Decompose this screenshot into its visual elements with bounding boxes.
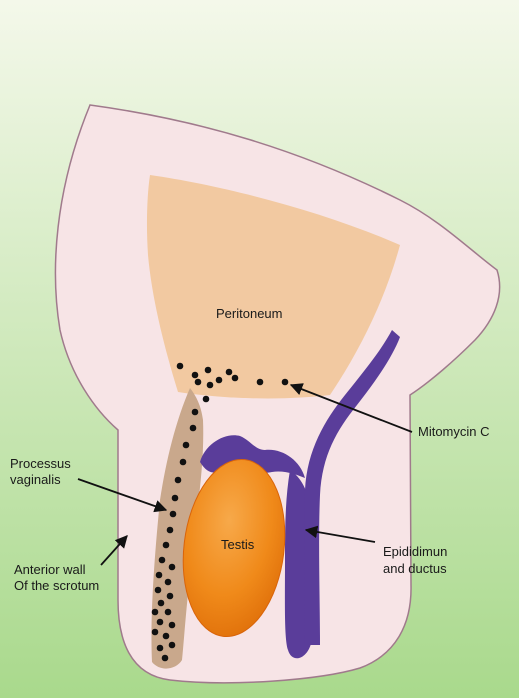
dot xyxy=(172,495,179,502)
dot xyxy=(157,645,164,652)
dot xyxy=(162,655,169,662)
label-processus-line1: Processus xyxy=(10,456,71,471)
dot xyxy=(167,527,174,534)
label-anterior-line1: Anterior wall xyxy=(14,562,86,577)
dot xyxy=(257,379,264,386)
label-anterior-line2: Of the scrotum xyxy=(14,578,99,593)
dot xyxy=(205,367,212,374)
dot xyxy=(170,511,177,518)
dot xyxy=(192,372,199,379)
label-epididimun-line1: Epididimun xyxy=(383,544,447,559)
dot xyxy=(152,609,159,616)
dot xyxy=(177,363,184,370)
dot xyxy=(175,477,182,484)
dot xyxy=(163,542,170,549)
dot xyxy=(169,642,176,649)
label-epididimun-line2: and ductus xyxy=(383,561,447,576)
dot xyxy=(152,629,159,636)
dot xyxy=(163,633,170,640)
dot xyxy=(195,379,202,386)
dot xyxy=(157,619,164,626)
dot xyxy=(165,609,172,616)
dot xyxy=(190,425,197,432)
label-testis: Testis xyxy=(221,537,254,552)
dot xyxy=(203,396,210,403)
dot xyxy=(158,600,165,607)
label-peritoneum: Peritoneum xyxy=(216,306,282,321)
label-processus-line2: vaginalis xyxy=(10,472,61,487)
dot xyxy=(192,409,199,416)
dot xyxy=(180,459,187,466)
dot xyxy=(165,579,172,586)
dot xyxy=(207,382,214,389)
label-mitomycin-c: Mitomycin C xyxy=(418,424,490,439)
dot xyxy=(159,557,166,564)
dot xyxy=(169,564,176,571)
dot xyxy=(183,442,190,449)
dot xyxy=(156,572,163,579)
dot xyxy=(232,375,239,382)
dot xyxy=(216,377,223,384)
dot xyxy=(167,593,174,600)
dot xyxy=(282,379,289,386)
dot xyxy=(169,622,176,629)
dot xyxy=(155,587,162,594)
dot xyxy=(226,369,233,376)
